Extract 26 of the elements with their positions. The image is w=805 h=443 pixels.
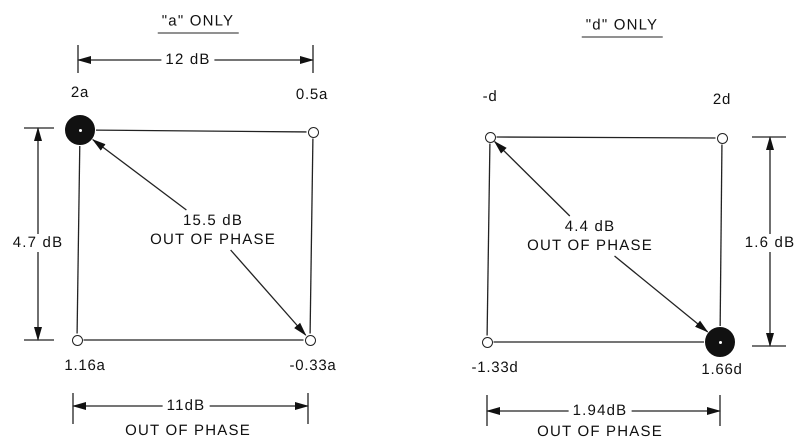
arrow	[230, 250, 306, 336]
annotation-note: OUT OF PHASE	[150, 230, 276, 249]
connecting-line	[96, 129, 306, 133]
point-label: -0.33a	[289, 356, 337, 376]
connecting-line	[76, 146, 80, 334]
connecting-line	[309, 138, 314, 334]
connecting-line	[486, 144, 491, 336]
arrow	[614, 256, 708, 333]
connecting-line	[720, 144, 723, 326]
arrow	[494, 140, 570, 216]
panel-heading: "a" ONLY	[158, 12, 238, 34]
point-label: 2d	[712, 90, 732, 110]
point-label: -d	[482, 86, 498, 107]
point-label: 2a	[70, 82, 90, 103]
panel-heading: "d" ONLY	[582, 16, 662, 38]
connecting-line	[496, 136, 716, 139]
connecting-line	[494, 341, 704, 343]
point-label: 0.5a	[296, 84, 328, 105]
point-label: 1.66d	[701, 360, 743, 380]
point-label: 1.16a	[64, 356, 106, 376]
annotation-value: 4.4 dB	[564, 217, 616, 236]
arrow	[92, 139, 187, 211]
point-label: -1.33d	[471, 358, 519, 378]
annotation-note: OUT OF PHASE	[527, 236, 653, 255]
connecting-line	[84, 339, 304, 341]
annotation-value: 15.5 dB	[182, 211, 244, 230]
